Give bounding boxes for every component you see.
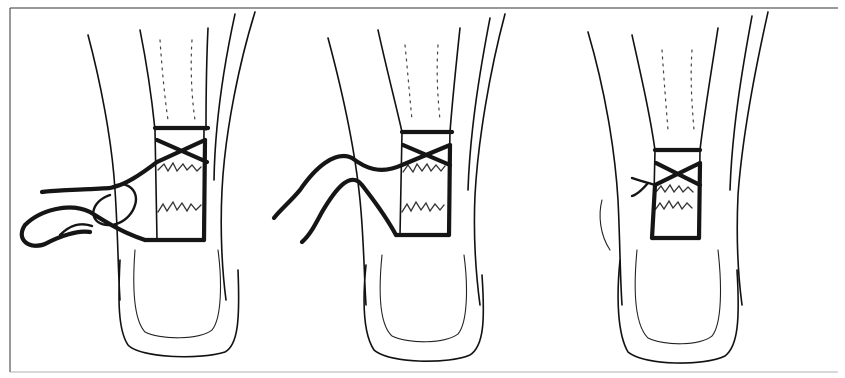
panel-1-suture-free-end-upper [42,162,157,192]
panel-3-calf-left-outline [588,32,622,305]
panel-1-tendon-shading-2 [191,40,195,120]
panel-1-tendon-sides [155,130,204,240]
panel-2-tendon-left-edge [378,30,402,132]
panel-2 [274,14,505,361]
panel-2-calcaneus-outline [380,255,466,342]
panel-3-suture-right-longitudinal [699,163,700,238]
panel-3-suture-knot [632,178,655,196]
panel-1-tendon-right-edge [206,28,208,130]
panel-1 [22,12,255,357]
panel-1-rupture-distal-end [158,202,201,212]
panel-3-tendon-shading-2 [691,50,694,130]
panel-3-tendon-left-edge [632,35,655,150]
panel-3-suture-left-longitudinal [652,185,655,238]
panel-3-tendon-shading [662,50,668,130]
panel-1-rupture-proximal-end [158,163,201,171]
panel-1-tendon-left-edge [140,30,155,130]
panel-2-tendon-shading-2 [437,45,440,120]
panel-1-calcaneus-outline [134,250,221,338]
panel-1-suture-loop [22,208,145,246]
panel-2-calf-right-outline [474,14,505,305]
panel-3-tendon-right-edge [700,28,718,150]
panel-2-rupture-proximal-end [403,164,445,172]
panel-2-suture-right-longitudinal [449,145,450,235]
panel-3-rupture-distal-end [655,201,692,210]
panel-2-tendon-right-edge [450,28,460,132]
panel-2-rupture-distal-end [402,202,444,212]
panel-1-calf-left-outline [88,35,120,300]
panel-2-calf-inner-line [468,18,490,190]
panel-3-calcaneus-outline [635,250,720,344]
panel-3-rupture-proximal-end [656,185,693,192]
panel-2-tendon-shading [405,45,412,120]
panel-1-suture-right-longitudinal [204,140,205,240]
panel-3-ankle-contour [600,200,610,250]
panel-1-tendon-shading [160,40,168,120]
panel-3 [588,12,768,363]
panel-2-calf-left-outline [328,38,366,305]
panel-3-calf-right-outline [737,12,768,305]
panel-2-suture-free-end-lower [302,180,396,242]
